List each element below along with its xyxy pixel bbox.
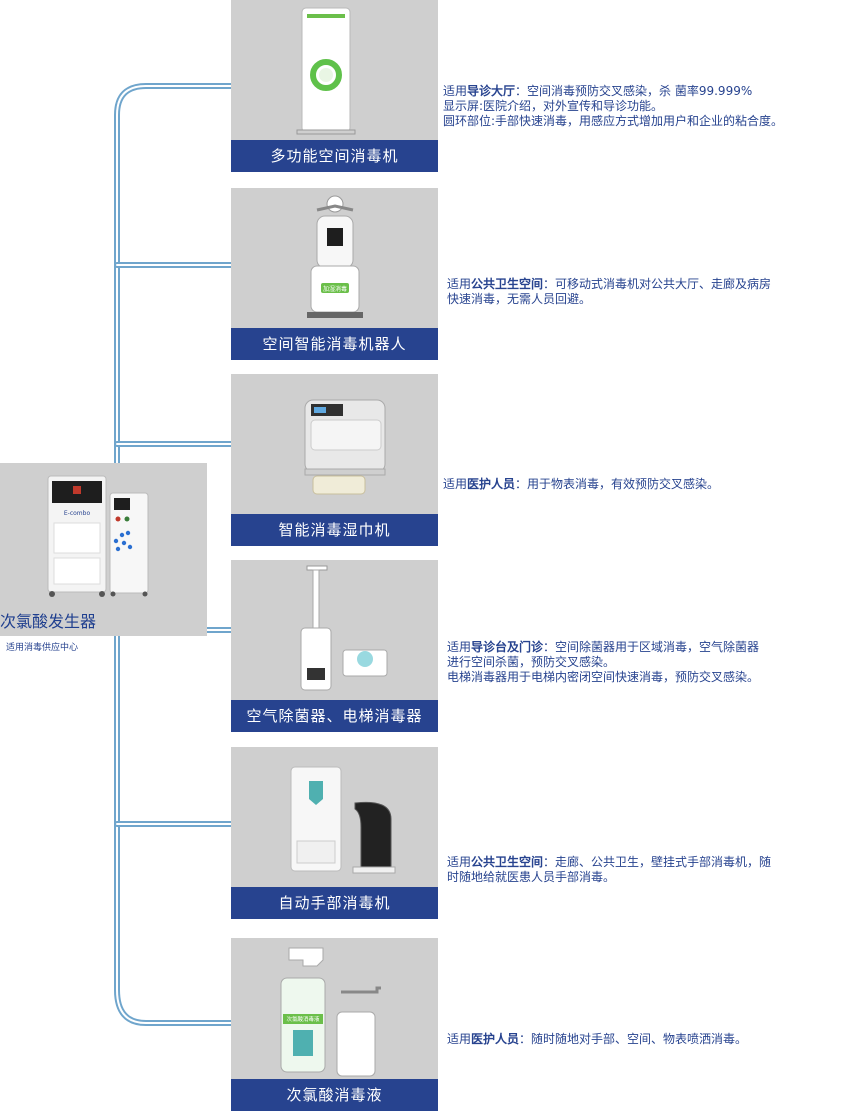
- description-air-sterilizer: 适用导诊台及门诊：空间除菌器用于区域消毒，空气除菌器 进行空间杀菌，预防交叉感染…: [447, 640, 837, 685]
- description-line: 适用导诊台及门诊：空间除菌器用于区域消毒，空气除菌器: [447, 640, 760, 654]
- description-line: 适用医护人员：随时随地对手部、空间、物表喷洒消毒。: [447, 1032, 748, 1046]
- description-line: 显示屏:医院介绍，对外宣传和导诊功能。: [443, 99, 664, 113]
- description-line: 电梯消毒器用于电梯内密闭空间快速消毒，预防交叉感染。: [447, 670, 760, 684]
- source-label: 次氯酸发生器: [0, 612, 97, 631]
- source-card: E-combo 次氯酸发生器: [0, 463, 207, 636]
- description-wet-wipe-machine: 适用医护人员：用于物表消毒，有效预防交叉感染。: [443, 477, 833, 492]
- description-hand-disinfector: 适用公共卫生空间：走廊、公共卫生，壁挂式手部消毒机，随 时随地给就医患人员手部消…: [447, 855, 837, 885]
- bottle-label-text: 次氯酸消毒液: [286, 1015, 320, 1023]
- product-label: 空间智能消毒机器人: [231, 328, 438, 360]
- description-line: 进行空间杀菌，预防交叉感染。: [447, 655, 616, 669]
- multifunction-disinfector-image: [296, 7, 356, 135]
- description-line: 快速消毒，无需人员回避。: [447, 292, 592, 306]
- source-note: 适用消毒供应中心: [6, 643, 79, 653]
- product-card-space-disinfection-robot: 加湿消毒 空间智能消毒机器人: [231, 188, 438, 360]
- description-line: 圆环部位:手部快速消毒，用感应方式增加用户和企业的粘合度。: [443, 114, 784, 128]
- hypochlorous-generator-image: E-combo: [47, 475, 149, 597]
- disinfection-robot-image: 加湿消毒: [307, 195, 363, 318]
- air-sterilizer-image: [300, 565, 388, 691]
- disinfectant-bottles-image: 次氯酸消毒液: [280, 947, 381, 1077]
- description-multifunction-disinfector: 适用导诊大厅：空间消毒预防交叉感染，杀 菌率99.999% 显示屏:医院介绍，对…: [443, 84, 838, 129]
- generator-brand-text: E-combo: [64, 510, 91, 517]
- product-card-hypochlorous-disinfectant: 次氯酸消毒液 次氯酸消毒液: [231, 938, 438, 1111]
- robot-badge-text: 加湿消毒: [323, 285, 347, 293]
- description-disinfectant: 适用医护人员：随时随地对手部、空间、物表喷洒消毒。: [447, 1032, 837, 1047]
- product-card-air-sterilizer-elevator-disinfector: 空气除菌器、电梯消毒器: [231, 560, 438, 732]
- description-disinfection-robot: 适用公共卫生空间：可移动式消毒机对公共大厅、走廊及病房 快速消毒，无需人员回避。: [447, 277, 837, 307]
- wet-wipe-machine-image: [304, 399, 386, 495]
- product-label: 智能消毒湿巾机: [231, 514, 438, 546]
- description-line: 时随地给就医患人员手部消毒。: [447, 870, 616, 884]
- description-line: 适用医护人员：用于物表消毒，有效预防交叉感染。: [443, 477, 720, 491]
- product-label: 自动手部消毒机: [231, 887, 438, 919]
- product-card-automatic-hand-disinfector: 自动手部消毒机: [231, 747, 438, 919]
- description-line: 适用公共卫生空间：可移动式消毒机对公共大厅、走廊及病房: [447, 277, 772, 291]
- product-label: 多功能空间消毒机: [231, 140, 438, 172]
- description-line: 适用导诊大厅：空间消毒预防交叉感染，杀 菌率99.999%: [443, 84, 753, 98]
- product-label: 空气除菌器、电梯消毒器: [231, 700, 438, 732]
- product-card-multifunction-space-disinfector: 多功能空间消毒机: [231, 0, 438, 172]
- product-card-smart-wet-wipe-machine: 智能消毒湿巾机: [231, 374, 438, 546]
- description-line: 适用公共卫生空间：走廊、公共卫生，壁挂式手部消毒机，随: [447, 855, 772, 869]
- product-label: 次氯酸消毒液: [231, 1079, 438, 1111]
- hand-disinfector-image: [290, 766, 396, 874]
